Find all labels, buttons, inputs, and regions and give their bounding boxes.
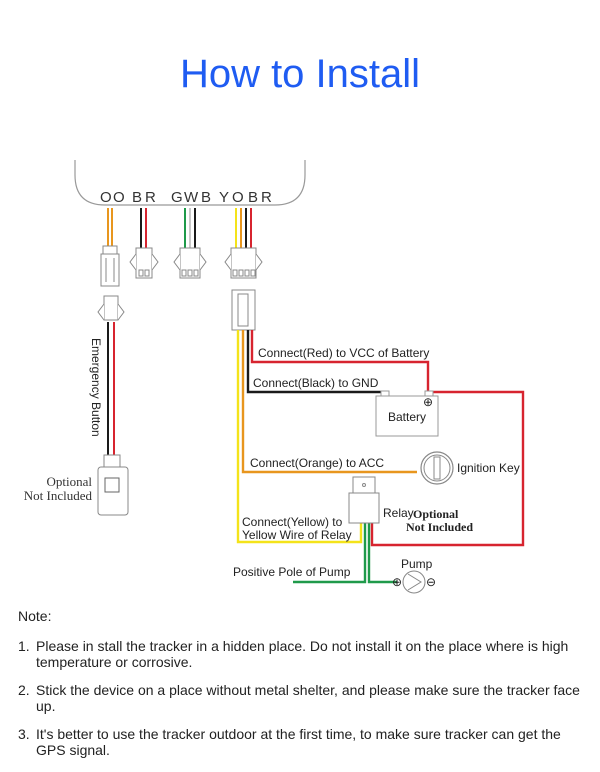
button-icon [104, 477, 120, 493]
emergency-optional: Optional [47, 474, 93, 489]
note-text: It's better to use the tracker outdoor a… [36, 726, 561, 758]
emergency-button-label: Emergency Button [89, 338, 103, 437]
connectors [97, 245, 263, 331]
pin-label: R [261, 189, 272, 206]
positive-pole-label: Positive Pole of Pump [233, 565, 351, 579]
pin-label: B [248, 189, 258, 206]
pin-label: W [184, 189, 199, 206]
red-wire [250, 330, 430, 392]
tracker-device [74, 160, 306, 206]
device-wires [107, 208, 252, 248]
ignition-key-label: Ignition Key [457, 461, 520, 475]
pump-plus-icon: ⊕ [392, 575, 402, 589]
page-title: How to Install [179, 52, 421, 96]
orange-wire [241, 330, 417, 474]
yellow-label-line1: Connect(Yellow) to [242, 515, 343, 529]
connector-emergency [103, 295, 119, 321]
note-number: 1. [18, 638, 30, 654]
note-item: 1. Please in stall the tracker in a hidd… [18, 638, 588, 670]
pin-label: O [232, 189, 244, 206]
pump-minus-icon: ⊖ [426, 575, 436, 589]
wiring-diagram: O O B R G W B Y O B R [24, 160, 525, 594]
pump-label: Pump [401, 557, 433, 571]
note-item: 2. Stick the device on a place without m… [18, 682, 588, 714]
note-text: Please in stall the tracker in a hidden … [36, 638, 569, 670]
note-number: 3. [18, 726, 30, 742]
pin-label: R [145, 189, 156, 206]
black-gnd-label: Connect(Black) to GND [253, 376, 379, 390]
relay-tab [352, 476, 376, 494]
note-number: 2. [18, 682, 30, 698]
notes-heading: Note: [18, 608, 52, 624]
battery-label: Battery [388, 410, 426, 424]
black-wire [246, 330, 386, 394]
yellow-label-line2: Yellow Wire of Relay [242, 528, 352, 542]
red-vcc-label: Connect(Red) to VCC of Battery [258, 346, 429, 360]
pump-wire [367, 522, 397, 584]
relay-label: Relay [383, 506, 414, 520]
connector-br [135, 247, 153, 279]
notes-section: Note: 1. Please in stall the tracker in … [18, 608, 588, 770]
pin-label: Y [219, 189, 229, 206]
pin-label: B [201, 189, 211, 206]
battery [375, 395, 439, 437]
pin-label: B [132, 189, 142, 206]
relay [348, 492, 380, 524]
relay-not-included: Not Included [406, 520, 473, 534]
pin-label: O [113, 189, 125, 206]
note-text: Stick the device on a place without meta… [36, 682, 580, 714]
yellow-wire [236, 330, 363, 544]
pump-icon [402, 570, 426, 594]
note-item: 3. It's better to use the tracker outdoo… [18, 726, 588, 758]
pin-label: G [171, 189, 183, 206]
pin-label: O [100, 189, 112, 206]
battery-relay-wire [370, 390, 525, 547]
emergency-not-included: Not Included [24, 488, 93, 503]
relay-optional: Optional [413, 507, 459, 521]
orange-acc-label: Connect(Orange) to ACC [250, 456, 384, 470]
plus-icon: ⊕ [423, 395, 433, 409]
pin-labels: O O B R G W B Y O B R [100, 189, 272, 206]
connector-oo [102, 245, 118, 255]
pump-positive-wire [293, 522, 367, 584]
